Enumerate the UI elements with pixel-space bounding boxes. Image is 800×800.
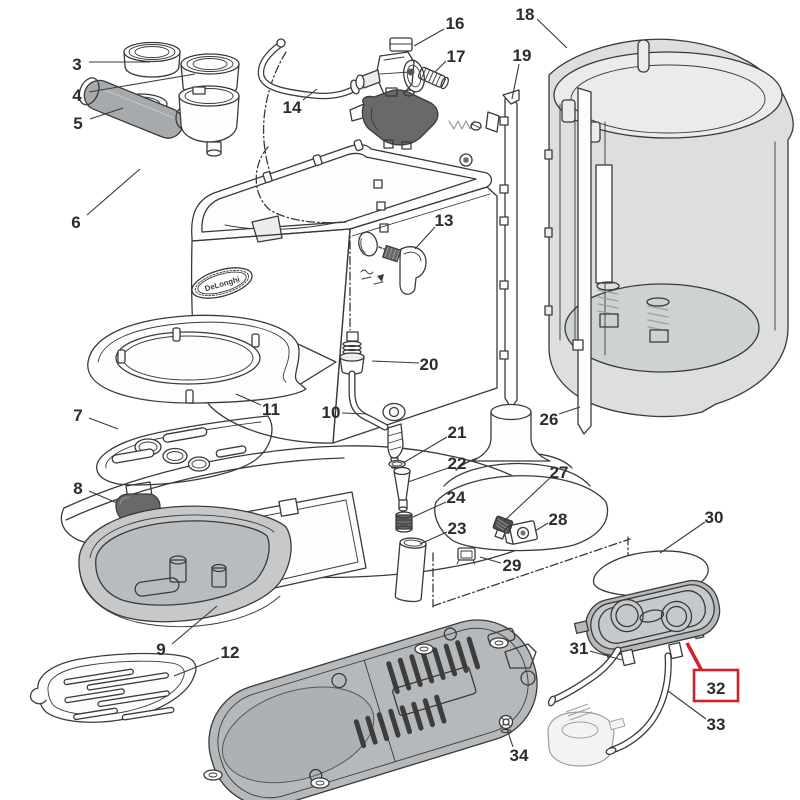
part-label-21: 21	[448, 423, 467, 442]
boiler-block	[349, 87, 439, 150]
part-22-frothing-nozzle	[393, 466, 411, 512]
leader-line-22	[407, 467, 449, 483]
brand-badge: DeLonghi	[191, 267, 253, 299]
part-label-12: 12	[221, 643, 240, 662]
part-29-connector	[456, 547, 476, 565]
part-label-18: 18	[516, 5, 535, 24]
part-28-bracket	[503, 520, 538, 545]
leader-line-7	[88, 417, 119, 430]
part-12-grid-plate	[29, 652, 197, 723]
leader-line-17	[434, 60, 447, 73]
part-label-19: 19	[513, 46, 532, 65]
part-label-31: 31	[570, 639, 589, 658]
leader-line-5	[89, 107, 124, 120]
leader-line-8	[88, 490, 118, 504]
leader-line-24	[412, 501, 447, 518]
small-hardware	[448, 111, 500, 167]
part-label-33: 33	[707, 715, 726, 734]
part-label-29: 29	[503, 556, 522, 575]
leader-line-6	[86, 168, 141, 216]
leader-line-26	[558, 406, 581, 415]
machine-base-chassis	[60, 403, 609, 593]
part-27-ribbed-block	[492, 515, 514, 540]
part-label-23: 23	[448, 519, 467, 538]
leader-line-9	[171, 605, 218, 645]
part-label-11: 11	[262, 400, 280, 419]
part-26-inner-strip	[572, 87, 592, 435]
leader-line-11	[235, 393, 262, 406]
part-label-34: 34	[510, 746, 529, 765]
part-label-13: 13	[435, 211, 454, 230]
leader-line-31	[589, 650, 623, 661]
part-24-rubber-tip	[395, 511, 413, 533]
steam-knob-hole	[358, 231, 378, 257]
part-18-rear-housing	[544, 38, 794, 418]
part-34-foot	[498, 714, 514, 733]
part-3-filter-basket	[123, 41, 181, 78]
part-label-4: 4	[72, 86, 82, 105]
part-base-plate	[203, 619, 538, 800]
leader-line-20	[371, 360, 420, 364]
boiler-springs-icon	[596, 281, 670, 343]
leader-line-27	[503, 477, 551, 522]
brand-logo-text: DeLonghi	[204, 275, 241, 294]
steam-icons	[360, 269, 384, 285]
part-label-7: 7	[73, 406, 82, 425]
part-9-drip-tray	[78, 505, 292, 628]
part-label-20: 20	[420, 355, 439, 374]
part-label-9: 9	[156, 640, 165, 659]
leader-line-34	[506, 728, 514, 748]
leader-line-12	[173, 657, 220, 677]
part-14-steam-tube	[257, 38, 360, 100]
leader-line-30	[659, 521, 706, 554]
part-7-drip-tray-cover	[96, 415, 273, 486]
highlight-box-32	[692, 668, 740, 703]
leader-line-10	[341, 412, 368, 415]
leader-line-33	[667, 690, 707, 720]
part-31-tube	[547, 646, 622, 707]
part-label-8: 8	[73, 479, 82, 498]
leader-line-16	[413, 28, 445, 47]
part-label-27: 27	[550, 463, 569, 482]
part-label-3: 3	[72, 55, 81, 74]
part-label-6: 6	[71, 213, 80, 232]
part-label-17: 17	[447, 47, 466, 66]
leader-line-19	[511, 63, 520, 100]
leader-line-21	[402, 436, 448, 464]
part-label-22: 22	[448, 454, 467, 473]
rubber-feet	[203, 637, 509, 789]
leader-line-32	[685, 642, 705, 674]
leader-line-14	[302, 88, 318, 101]
pump-ghost	[547, 703, 626, 767]
part-11-top-frame	[87, 314, 337, 404]
part-main-body: DeLonghi	[190, 139, 498, 444]
part-label-5: 5	[73, 114, 82, 133]
part-21-gasket	[388, 459, 406, 469]
leader-line-13	[414, 226, 436, 250]
part-label-14: 14	[283, 98, 302, 117]
part-19-mounting-strip	[499, 89, 520, 409]
part-label-26: 26	[540, 410, 559, 429]
part-32-tank-lid	[573, 579, 721, 667]
leader-line-18	[536, 18, 568, 49]
leader-line-4	[88, 73, 196, 93]
part-6-portafilter	[78, 77, 240, 157]
part-33-tube	[605, 652, 672, 755]
part-label-24: 24	[447, 488, 466, 507]
part-13-steam-knob	[382, 244, 427, 295]
leader-line-29	[479, 556, 502, 564]
part-label-16: 16	[446, 14, 465, 33]
part-23-tube-sleeve	[394, 537, 427, 603]
leader-line-28	[534, 522, 549, 532]
part-20-valve-connector	[339, 331, 365, 375]
part-label-28: 28	[549, 510, 568, 529]
part-label-30: 30	[705, 508, 724, 527]
part-label-32: 32	[707, 679, 726, 698]
part-label-10: 10	[322, 403, 341, 422]
leader-line-23	[419, 531, 448, 545]
